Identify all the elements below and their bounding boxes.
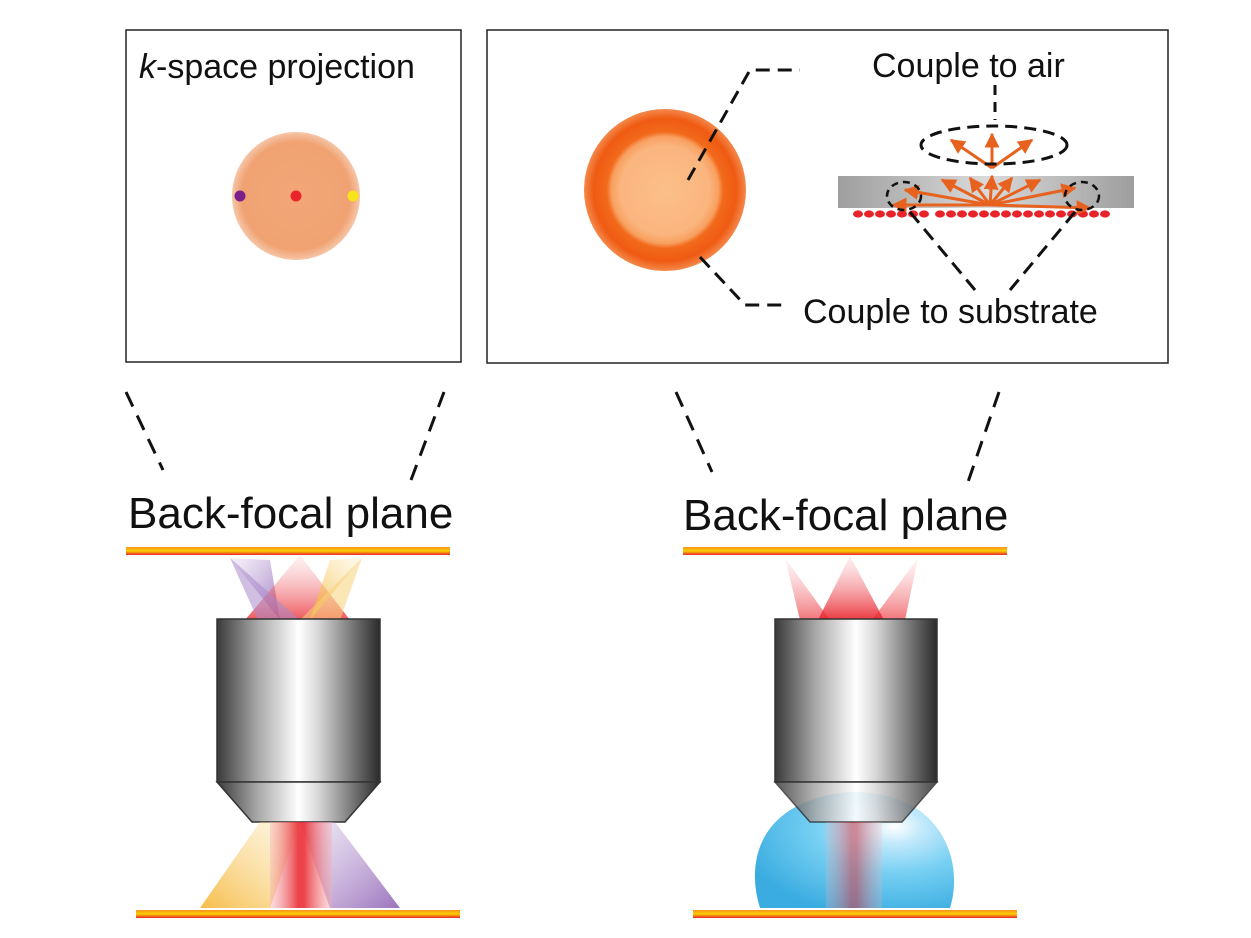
left-sample-plane-bar — [136, 910, 460, 918]
red-dot — [290, 190, 302, 202]
couple-to-air-label: Couple to air — [872, 47, 1065, 85]
left-substrate-connector — [908, 211, 977, 291]
left-back-focal-plane-label: Back-focal plane — [128, 489, 453, 538]
yellow-dot — [347, 190, 359, 202]
k-space-panel: k-space projection — [125, 29, 462, 363]
right-substrate-connector — [1008, 211, 1077, 291]
coupling-panel: Couple to air Couple to substrate — [486, 29, 1169, 364]
right-red-beam-left — [785, 558, 830, 620]
purple-dot — [234, 190, 246, 202]
projection-lines — [124, 391, 1001, 483]
couple-to-substrate-label: Couple to substrate — [803, 293, 1098, 331]
right-substrate-circle — [1063, 180, 1101, 212]
left-microscope: Back-focal plane — [126, 489, 460, 918]
substrate-leader-line — [698, 255, 785, 307]
right-back-focal-plane-label: Back-focal plane — [683, 491, 1008, 540]
right-microscope: Back-focal plane — [683, 491, 1017, 918]
left-red-beam-down — [270, 822, 332, 908]
right-objective-body — [774, 618, 938, 783]
left-purple-beam-fill — [230, 558, 300, 620]
air-leader-line — [686, 68, 800, 181]
k-space-title-italic: k — [139, 48, 158, 86]
bfp-ring-pattern — [584, 109, 746, 271]
k-space-title-rest: -space projection — [156, 48, 415, 86]
right-objective-nose — [773, 781, 939, 823]
right-red-beam-right — [872, 558, 918, 620]
right-back-focal-plane-bar — [683, 547, 1007, 555]
right-red-beam-down — [826, 822, 882, 908]
left-objective-body — [216, 618, 381, 783]
left-objective-nose — [215, 781, 382, 823]
left-substrate-circle — [885, 180, 923, 212]
emission-arrows — [891, 132, 1092, 216]
left-back-focal-plane-bar — [126, 547, 450, 555]
left-yellow-beam-fill — [300, 558, 362, 620]
right-sample-plane-bar — [693, 910, 1017, 918]
k-space-title: k-space projection — [139, 48, 415, 86]
air-emission-ellipse — [919, 124, 1069, 166]
right-red-beam-center — [818, 556, 884, 620]
